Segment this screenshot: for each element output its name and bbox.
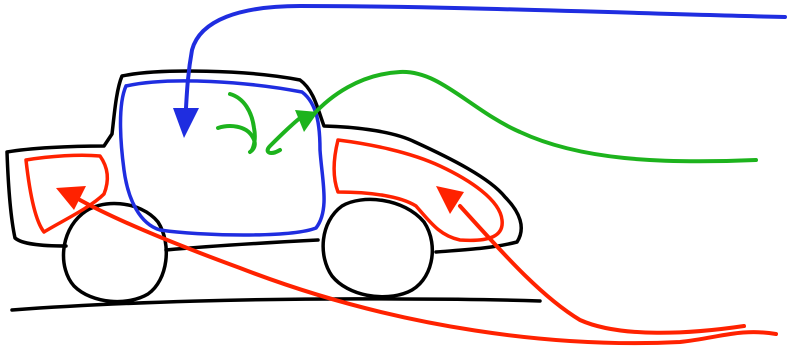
blue-arrow xyxy=(173,6,785,138)
cabin-outline xyxy=(121,81,325,235)
arrow-icon xyxy=(186,6,785,108)
truck-body-outline xyxy=(7,71,521,252)
sprout-stem xyxy=(230,94,255,150)
arrow-head xyxy=(173,108,199,138)
arrow-head xyxy=(436,186,464,214)
sprout-leaf xyxy=(218,126,255,152)
front-wheel xyxy=(323,199,432,296)
green-arrow-loop xyxy=(268,118,300,153)
ground-line xyxy=(12,299,540,310)
green-arrow xyxy=(268,72,756,161)
arrow-head xyxy=(56,186,86,210)
red-arrow-front xyxy=(436,186,744,333)
wheel-icon xyxy=(323,199,432,296)
plant-icon xyxy=(218,94,255,152)
